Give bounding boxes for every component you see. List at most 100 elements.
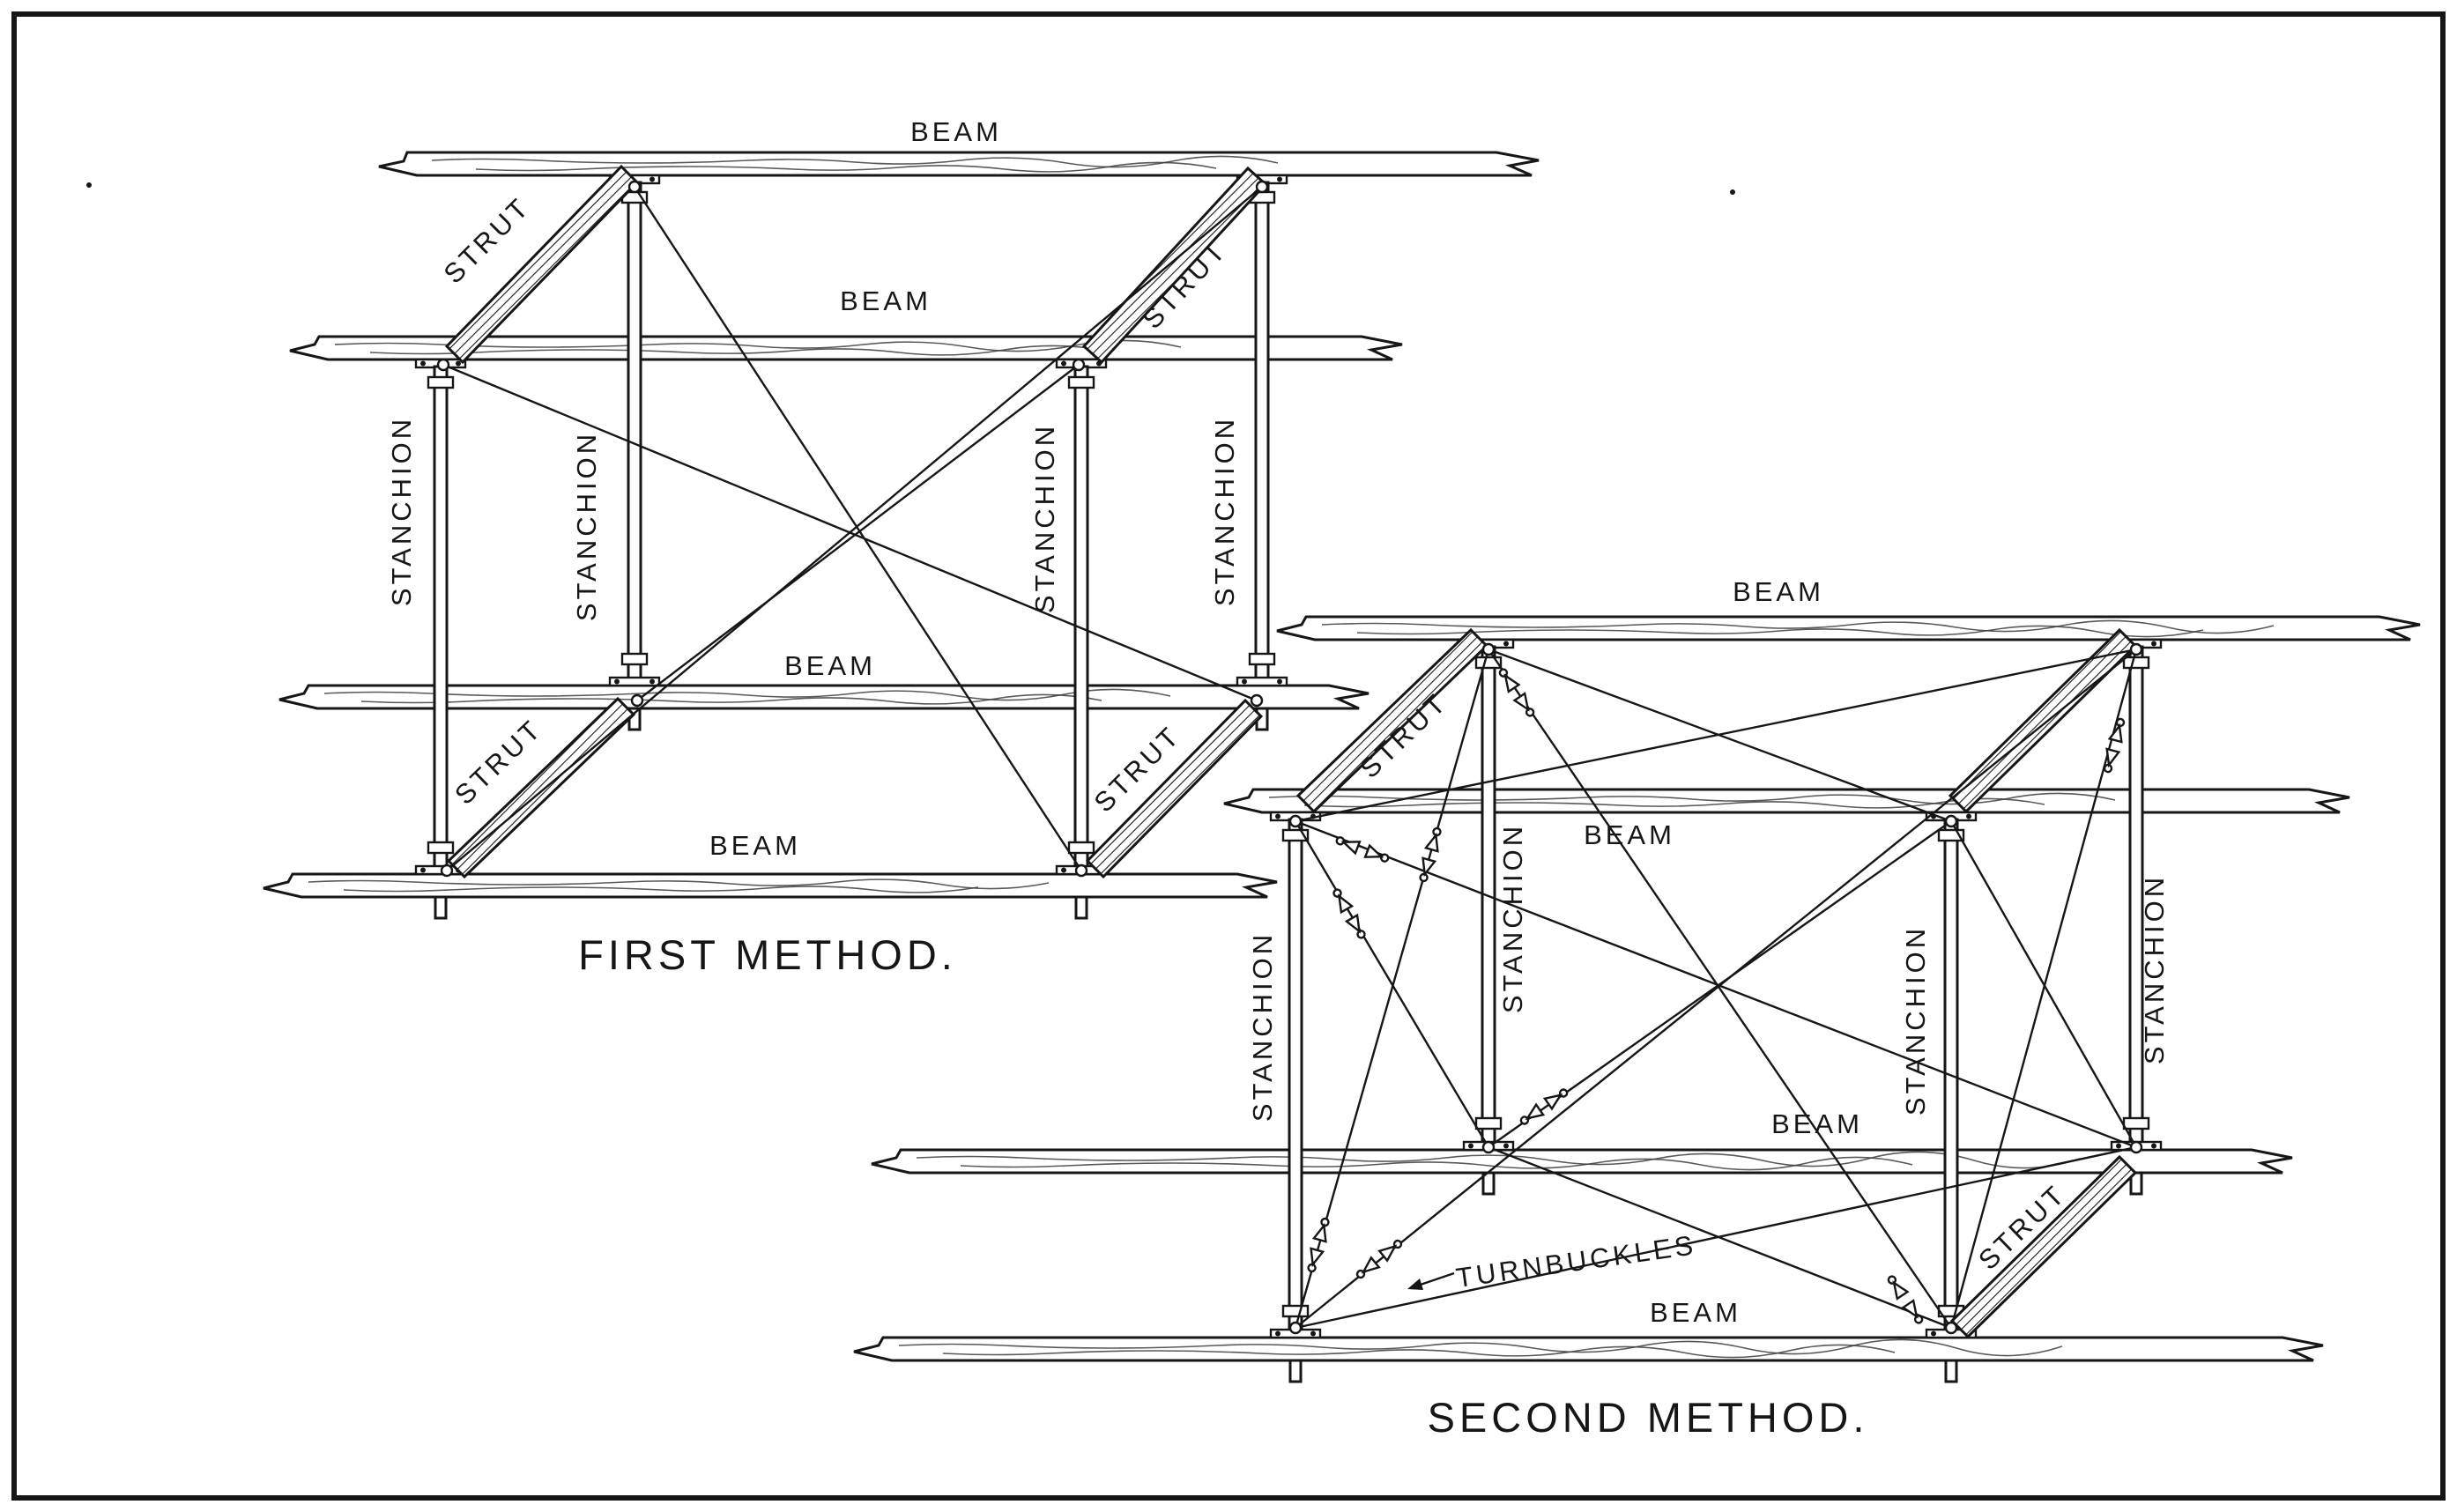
- beam-label: BEAM: [1650, 1297, 1741, 1328]
- ink-speck: [86, 182, 92, 188]
- stanchion-label: STANCHION: [386, 416, 417, 606]
- pin-nodes: [1288, 642, 2143, 1335]
- stanchion-label: STANCHION: [1247, 931, 1278, 1122]
- wood-grain: [898, 1338, 2063, 1357]
- arrowhead: [1407, 1279, 1423, 1290]
- beam-lower-back: [871, 1148, 2293, 1175]
- wood-grain: [475, 161, 1217, 173]
- second-method-structure: BEAM BEAM BEAM BEAM STRUT STRUT STANCHIO…: [853, 576, 2421, 1441]
- wood-grain: [369, 345, 1111, 356]
- beam-top-back: [378, 151, 1540, 177]
- stanchion-back-left: [608, 174, 661, 731]
- wood-grain: [1268, 792, 2116, 805]
- wood-grain: [343, 886, 979, 893]
- first-method-structure: BEAM BEAM BEAM BEAM STRUT STRUT STRUT ST…: [263, 116, 1540, 978]
- pin-node: [1481, 1140, 1496, 1154]
- pin-node: [440, 863, 454, 878]
- beam-bottom-front: [263, 872, 1278, 899]
- wood-grain: [323, 688, 1171, 701]
- tie-rods: [1294, 648, 2138, 1330]
- beam-label: BEAM: [910, 116, 1002, 147]
- stanchion-label: STANCHION: [1209, 416, 1240, 606]
- tie-rods: [442, 186, 1263, 871]
- wood-grain: [960, 1156, 1913, 1171]
- pin-node: [1944, 814, 1958, 828]
- wood-grain: [431, 155, 1279, 168]
- beam-plank: [1223, 788, 2350, 814]
- strut-lower-left: [446, 696, 636, 879]
- stanchion-front-right: [1055, 358, 1108, 920]
- tie-rod: [1294, 820, 1490, 1148]
- beam-label: BEAM: [709, 830, 801, 861]
- wood-grain: [1321, 619, 2275, 634]
- wood-grain: [1356, 625, 2204, 638]
- strut-upper-left: [1295, 627, 1489, 814]
- pin-node: [1288, 814, 1303, 828]
- ink-speck: [1730, 189, 1735, 195]
- stanchion-label: STANCHION: [571, 431, 602, 621]
- stanchion-label: STANCHION: [1029, 423, 1060, 613]
- pin-node: [1944, 1321, 1958, 1335]
- tie-rod: [446, 186, 1263, 871]
- beam-bottom-front: [853, 1336, 2324, 1362]
- beam-plank: [871, 1148, 2293, 1175]
- stanchion-front-left: [1269, 811, 1322, 1383]
- turnbuckle: [1333, 833, 1392, 866]
- turnbuckles-label: TURNBUCKLES: [1454, 1229, 1698, 1293]
- tie-rod: [1488, 649, 1952, 1329]
- pin-node: [2129, 642, 2143, 656]
- strut-upper-right: [1948, 627, 2138, 814]
- beam-plank: [378, 151, 1540, 177]
- beam-label: BEAM: [1733, 576, 1824, 607]
- beam-upper-front: [1223, 788, 2350, 814]
- beam-top-back: [1276, 615, 2421, 641]
- tie-rod: [1295, 1145, 2137, 1330]
- tie-rod: [633, 186, 1083, 871]
- tie-rod: [1949, 649, 2138, 1329]
- turnbuckles-callout: TURNBUCKLES: [1407, 1229, 1698, 1293]
- pin-node: [1288, 1321, 1303, 1335]
- turnbuckle: [1517, 1085, 1571, 1129]
- tie-rod: [1294, 649, 1490, 1329]
- stanchion-label: STANCHION: [2139, 874, 2170, 1064]
- pin-node: [2129, 1140, 2143, 1154]
- wood-grain: [360, 693, 1102, 705]
- wood-grain: [1303, 797, 2045, 809]
- pin-node: [436, 358, 450, 372]
- pin-node: [1074, 863, 1088, 878]
- pin-nodes: [436, 180, 1269, 878]
- stanchion-label: STANCHION: [1900, 925, 1931, 1115]
- strut-upper-right: [1081, 166, 1268, 365]
- beam-label: BEAM: [784, 650, 876, 681]
- turnbuckle: [2100, 716, 2128, 775]
- wood-grain: [308, 878, 1050, 890]
- second-method-caption: SECOND METHOD.: [1428, 1394, 1869, 1441]
- first-method-caption: FIRST METHOD.: [578, 931, 957, 978]
- tie-rod: [1295, 819, 2137, 1149]
- beam-plank: [1276, 615, 2421, 641]
- pin-node: [1072, 358, 1086, 372]
- stanchion-back-right: [1236, 174, 1288, 731]
- beam-plank: [278, 684, 1370, 710]
- pin-node: [627, 180, 642, 194]
- pin-node: [630, 693, 644, 708]
- beam-label: BEAM: [1771, 1108, 1863, 1139]
- beam-upper-front: [289, 335, 1403, 361]
- strut-lower-right: [1949, 1154, 2138, 1339]
- tie-rod: [1295, 648, 2137, 823]
- tie-rod: [636, 364, 1080, 701]
- stanchion-front-right: [1925, 811, 1978, 1383]
- strut-upper-left: [444, 164, 640, 365]
- beam-label: BEAM: [1584, 819, 1675, 850]
- pin-node: [1250, 693, 1264, 708]
- pin-node: [1481, 642, 1496, 656]
- beam-plank: [289, 335, 1403, 361]
- wood-grain: [916, 1151, 2081, 1169]
- tie-rod: [442, 363, 1258, 702]
- pin-node: [1255, 180, 1269, 194]
- beam-label: BEAM: [840, 285, 932, 316]
- beam-lower-back: [278, 684, 1370, 710]
- strut-lower-right: [1085, 698, 1264, 879]
